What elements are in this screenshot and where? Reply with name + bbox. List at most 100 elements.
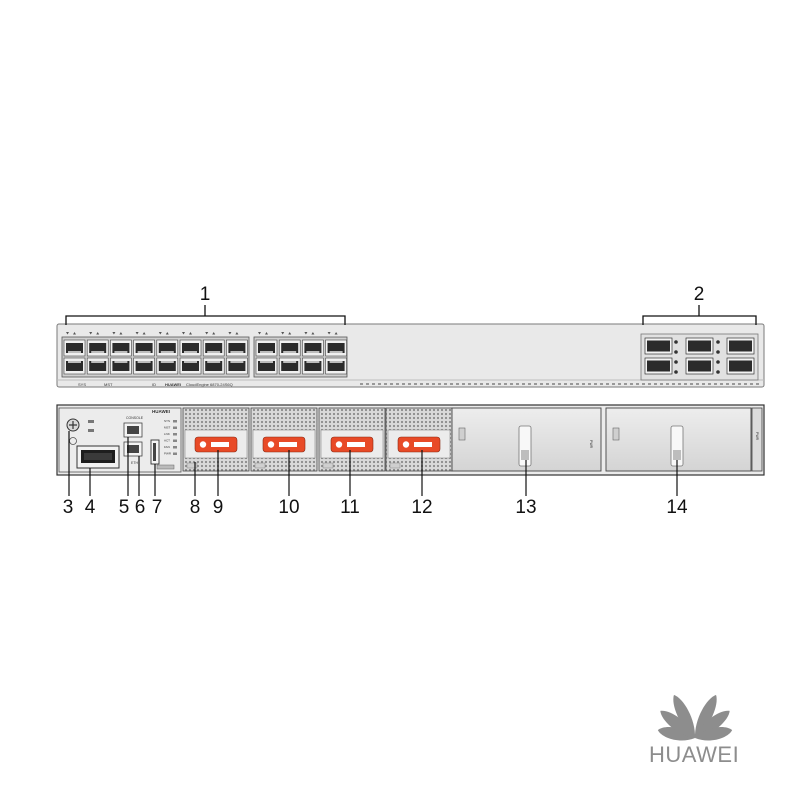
logo-petal-group <box>660 710 695 738</box>
front-vent-slot <box>756 383 759 385</box>
sfp-port-opening <box>281 343 299 353</box>
sfp-port-block-right <box>253 336 348 378</box>
front-vent-slot <box>600 383 603 385</box>
sfp-port-latch <box>91 351 105 353</box>
qsfp-port-opening <box>688 360 711 372</box>
front-vent-slot <box>690 383 693 385</box>
callout-8: 8 <box>189 497 201 518</box>
qsfp-status-led <box>716 350 720 354</box>
logo-petal <box>657 727 695 741</box>
front-vent-slot <box>726 383 729 385</box>
front-vent-slot <box>636 383 639 385</box>
status-led <box>173 446 177 449</box>
status-led-label: LNK <box>164 432 170 436</box>
front-vent-slot <box>420 383 423 385</box>
callout-12: 12 <box>411 497 433 518</box>
sfp-port-opening <box>327 361 345 371</box>
front-vent-slot <box>576 383 579 385</box>
front-vent-slot <box>660 383 663 385</box>
front-vent-slot <box>444 383 447 385</box>
callout-1: 1 <box>199 284 211 305</box>
status-led <box>173 439 177 442</box>
front-vent-slot <box>738 383 741 385</box>
fan-latch <box>322 462 334 469</box>
status-led <box>173 452 177 455</box>
front-vent-slot <box>714 383 717 385</box>
callout-5: 5 <box>118 497 130 518</box>
port-indicator-arrow <box>135 332 139 335</box>
port-number-strip <box>66 332 338 335</box>
huawei-logo-icon <box>657 694 733 741</box>
fan-handle-icon <box>199 441 207 448</box>
sfp-port-latch <box>329 351 343 353</box>
front-vent-slot <box>750 383 753 385</box>
qsfp-port-block <box>640 333 759 381</box>
port-indicator-arrow <box>212 332 216 335</box>
qsfp-rear-port <box>76 445 120 469</box>
front-vent-slot <box>720 383 723 385</box>
port-indicator-arrow <box>142 332 146 335</box>
front-brand-label: HUAWEI <box>165 382 181 387</box>
logo-petal <box>660 710 695 738</box>
port-indicator-arrow <box>89 332 93 335</box>
front-vent-slot <box>510 383 513 385</box>
qsfp-status-led <box>674 340 678 344</box>
fan-latch <box>389 462 401 469</box>
front-vent-slot <box>552 383 555 385</box>
qsfp-status-led <box>674 370 678 374</box>
qsfp-status-led <box>716 340 720 344</box>
qsfp-port-opening <box>729 360 752 372</box>
front-vent-slot <box>456 383 459 385</box>
front-vent-slot <box>618 383 621 385</box>
status-led <box>173 426 177 429</box>
console-port <box>123 422 143 438</box>
front-vent-slot <box>570 383 573 385</box>
logo-wordmark: HUAWEI <box>649 742 740 767</box>
callout-3: 3 <box>62 497 74 518</box>
sfp-port-latch <box>329 361 343 363</box>
front-vent-slot <box>432 383 435 385</box>
eth-label: ETH <box>131 461 138 465</box>
eth-management-port <box>123 441 143 457</box>
sfp-port-opening <box>205 361 223 371</box>
front-vent-slot <box>732 383 735 385</box>
front-model-label: CloudEngine 6870-24S6Q <box>186 382 233 387</box>
front-vent-slot <box>480 383 483 385</box>
port-indicator-arrow <box>265 332 268 335</box>
sfp-port-opening <box>135 343 153 353</box>
callout-7: 7 <box>151 497 163 518</box>
front-vent-slot <box>654 383 657 385</box>
sfp-port-opening <box>89 343 107 353</box>
sfp-port-latch <box>306 351 320 353</box>
sfp-port-latch <box>260 351 273 353</box>
sfp-port-latch <box>160 351 174 353</box>
fan-handle-icon <box>267 441 275 448</box>
front-vent-slot <box>414 383 417 385</box>
front-vent-slot <box>606 383 609 385</box>
port-indicator-arrow <box>304 332 308 335</box>
sfp-port-latch <box>306 361 320 363</box>
port-indicator-arrow <box>189 332 192 335</box>
sfp-port-opening <box>228 343 246 353</box>
front-vent-slot <box>486 383 489 385</box>
sfp-port-latch <box>114 351 128 353</box>
front-vent-slot <box>540 383 543 385</box>
status-led-label: PWR <box>164 452 172 456</box>
psu1-label: PWR <box>589 440 593 449</box>
front-panel: SYS MST ID HUAWEI CloudEngine 6870-24S6Q <box>56 323 765 388</box>
sfp-port-opening <box>182 361 199 371</box>
sfp-port-latch <box>68 351 81 353</box>
port-indicator-arrow <box>182 332 185 335</box>
front-vent-slot <box>642 383 645 385</box>
front-vent-slot <box>384 383 387 385</box>
front-vent-slot <box>744 383 747 385</box>
front-vent-slot <box>630 383 633 385</box>
logo-petal-group <box>695 710 730 738</box>
qsfp-port-opening <box>647 340 670 352</box>
front-vent-slot <box>396 383 399 385</box>
fan-handle-label <box>211 442 229 447</box>
front-vent-slot <box>558 383 561 385</box>
port-indicator-arrow <box>112 332 116 335</box>
